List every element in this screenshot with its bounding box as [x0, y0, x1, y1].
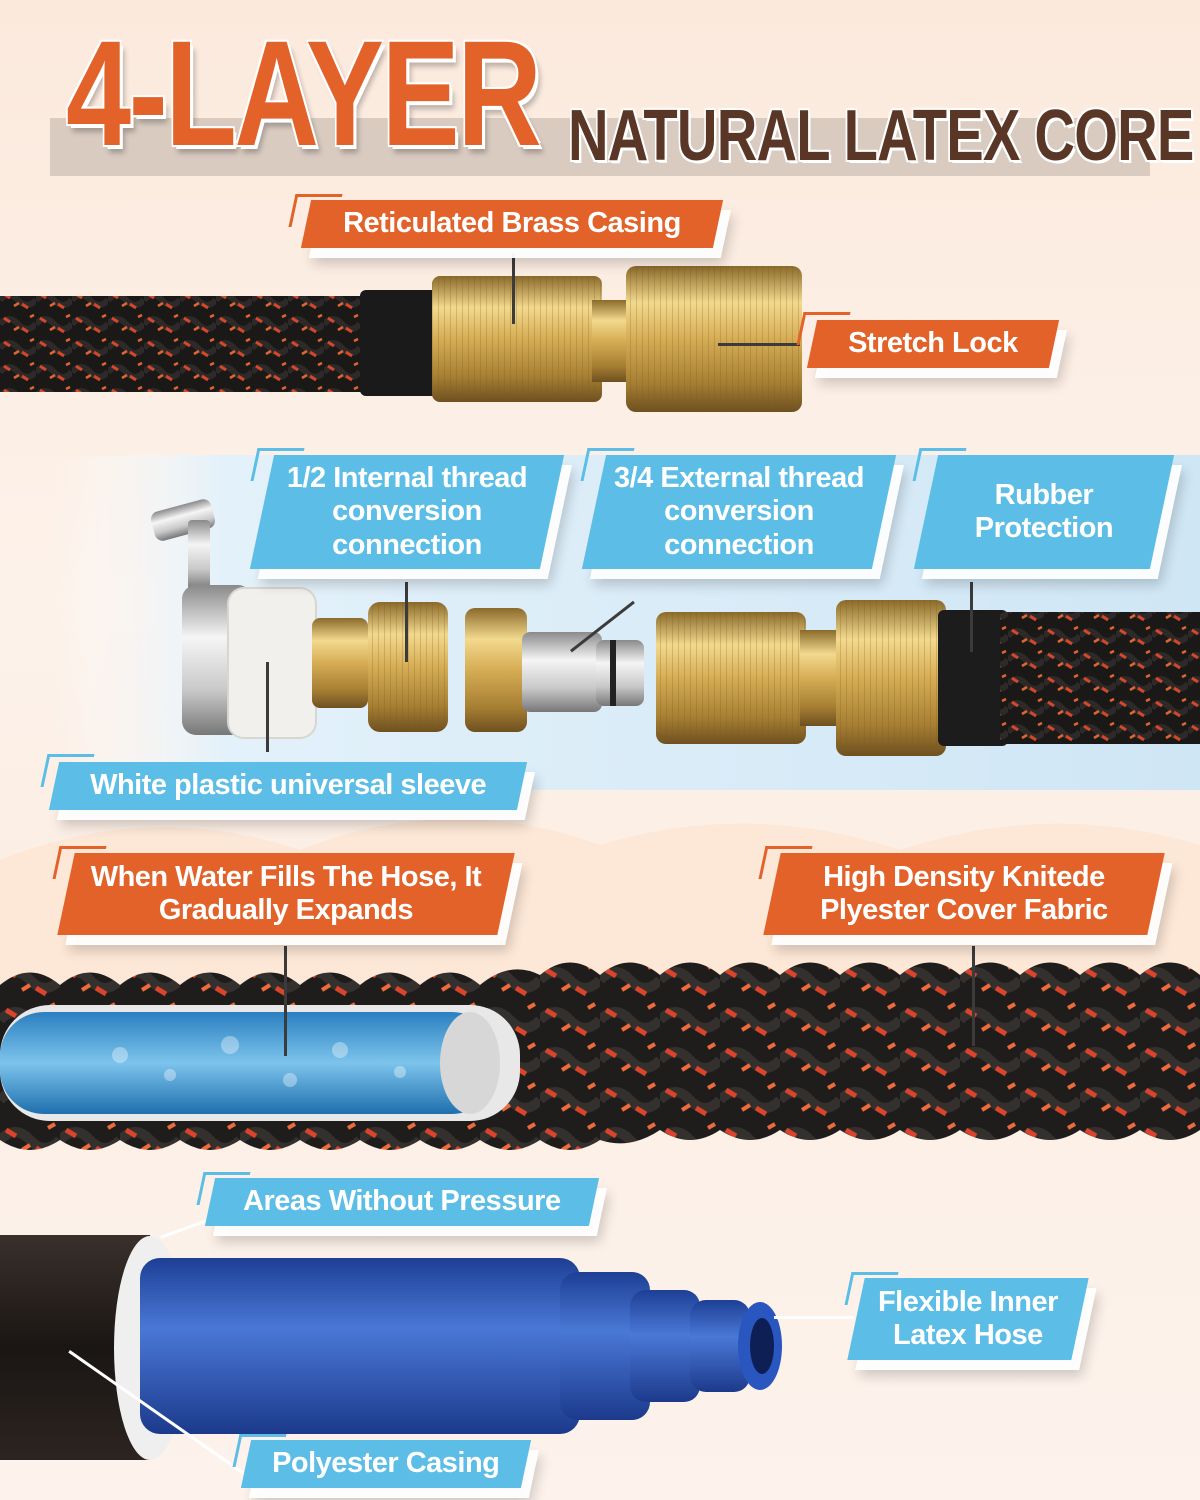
label-polyester-casing-text: Polyester Casing — [272, 1447, 500, 1480]
label-inner-hose-text: Flexible Inner Latex Hose — [878, 1285, 1058, 1351]
label-rubber-protection-text: Rubber Protection — [974, 478, 1114, 544]
connector-line — [284, 946, 287, 1056]
label-plastic-sleeve-text: White plastic universal sleeve — [89, 769, 486, 802]
label-no-pressure-text: Areas Without Pressure — [243, 1185, 561, 1218]
label-external-thread-text: 3/4 External thread conversion connectio… — [614, 461, 864, 561]
title-band — [50, 118, 1150, 176]
label-water-expands: When Water Fills The Hose, It Gradually … — [57, 853, 515, 935]
label-brass-casing: Reticulated Brass Casing — [300, 200, 724, 248]
connector-line — [266, 662, 269, 752]
connector-line — [774, 1316, 854, 1319]
label-rubber-protection: Rubber Protection — [913, 455, 1175, 569]
connector-line — [718, 343, 800, 346]
title-main: 4-LAYER — [66, 9, 542, 177]
label-cover-fabric: High Density Knitede Plyester Cover Fabr… — [763, 853, 1165, 935]
label-cover-fabric-text: High Density Knitede Plyester Cover Fabr… — [820, 860, 1108, 926]
connector-line — [970, 582, 973, 652]
label-brass-casing-text: Reticulated Brass Casing — [343, 207, 681, 240]
label-external-thread: 3/4 External thread conversion connectio… — [581, 455, 897, 569]
label-stretch-lock: Stretch Lock — [806, 320, 1060, 368]
label-inner-hose: Flexible Inner Latex Hose — [847, 1278, 1089, 1360]
label-internal-thread-text: 1/2 Internal thread conversion connectio… — [286, 461, 528, 561]
label-no-pressure: Areas Without Pressure — [204, 1178, 600, 1226]
connector-line — [405, 582, 408, 662]
label-plastic-sleeve: White plastic universal sleeve — [48, 762, 528, 810]
connector-line — [512, 254, 515, 324]
label-internal-thread: 1/2 Internal thread conversion connectio… — [249, 455, 565, 569]
label-polyester-casing: Polyester Casing — [240, 1440, 532, 1488]
title-sub: NATURAL LATEX CORE — [568, 96, 1194, 176]
label-water-expands-text: When Water Fills The Hose, It Gradually … — [90, 860, 482, 926]
connector-line — [972, 946, 975, 1046]
label-stretch-lock-text: Stretch Lock — [848, 327, 1018, 360]
